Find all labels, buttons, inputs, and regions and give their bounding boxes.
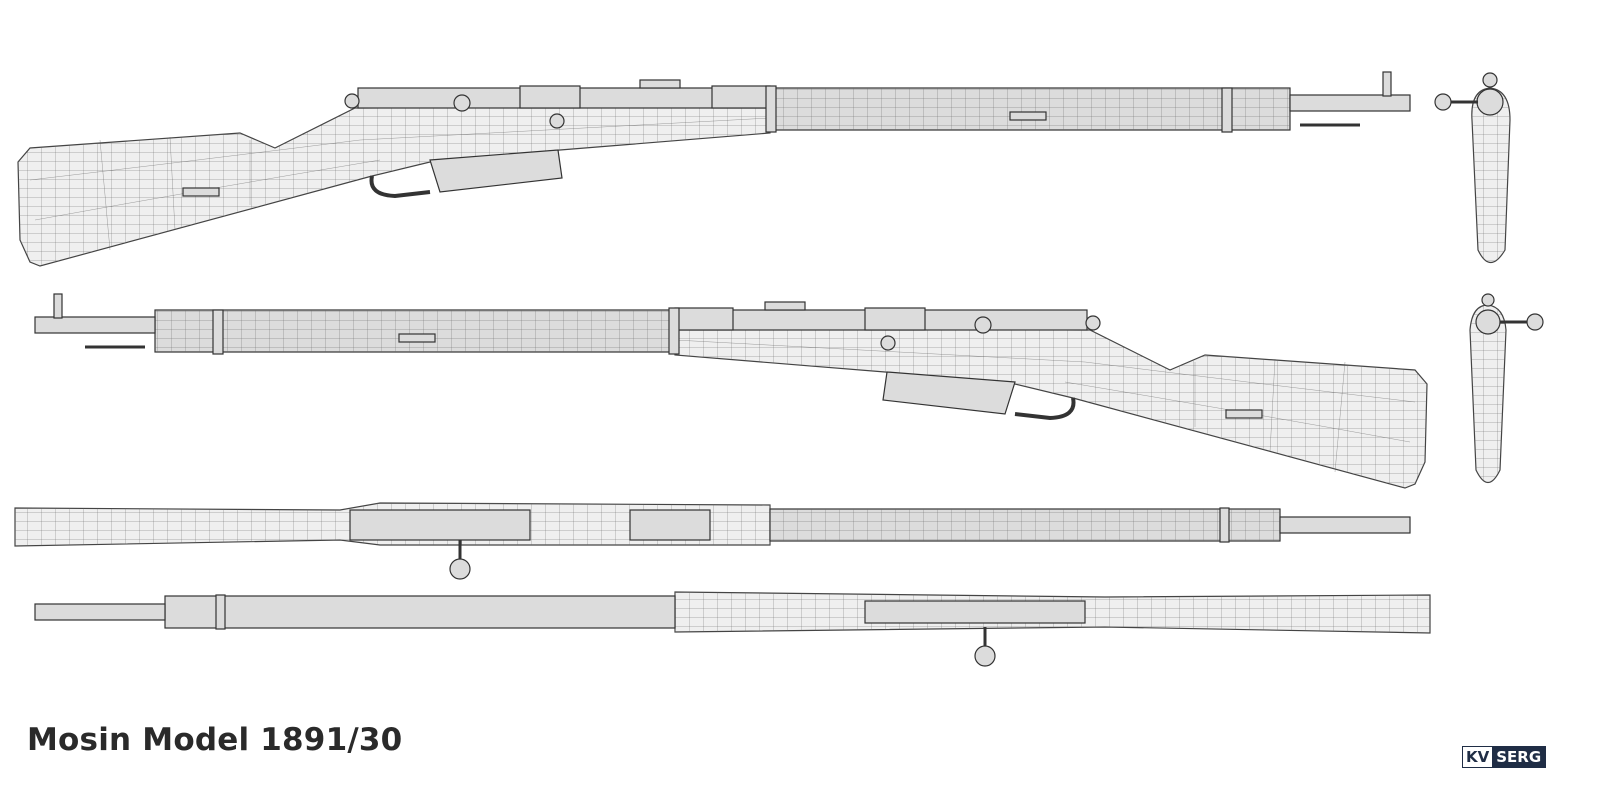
author-logo: KV SERG	[1462, 746, 1547, 768]
side-view-left	[33, 292, 1429, 490]
logo-part-1: KV	[1463, 747, 1493, 767]
front-view	[1434, 72, 1511, 264]
logo-part-2: SERG	[1492, 747, 1546, 767]
rear-view	[1469, 293, 1544, 484]
page-title: Mosin Model 1891/30	[27, 722, 403, 758]
side-view-right	[16, 70, 1412, 268]
top-view	[13, 501, 1412, 581]
bottom-view	[34, 591, 1431, 667]
